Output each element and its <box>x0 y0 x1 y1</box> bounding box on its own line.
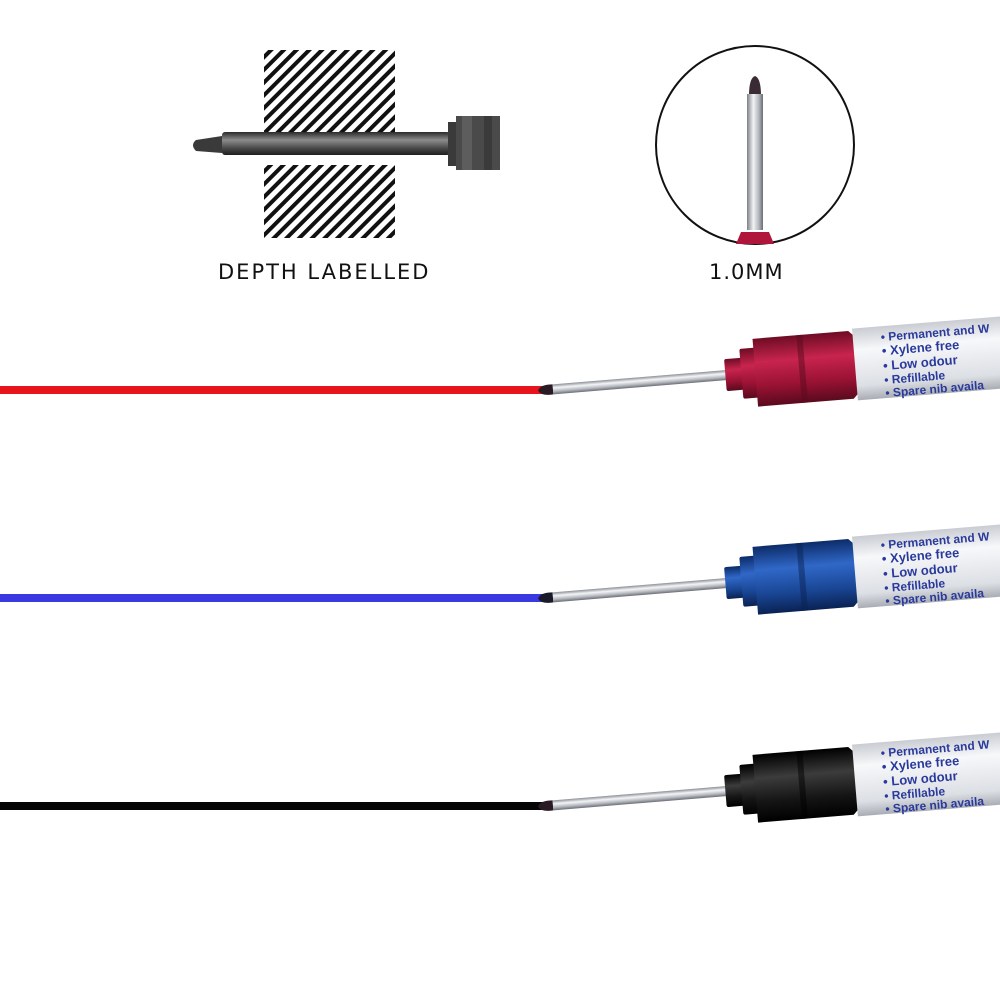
hatched-material-top <box>264 50 395 135</box>
depth-labelled-caption: DEPTH LABELLED <box>218 260 431 284</box>
marker-red: • Permanent and W • Xylene free • Low od… <box>0 316 1000 407</box>
metal-tube <box>552 785 731 811</box>
ink-line-black <box>0 802 545 810</box>
marker-cap-blue <box>752 538 860 615</box>
marker-through-hatched-material-icon <box>193 50 500 238</box>
marker-barrel <box>852 732 1000 817</box>
marker-black: • Permanent and W • Xylene free • Low od… <box>0 732 1000 823</box>
nib-tip <box>538 800 554 811</box>
marker-cap-black <box>752 746 860 823</box>
metal-tube <box>552 577 731 603</box>
nib-tip <box>538 592 554 603</box>
marker-blue: • Permanent and W • Xylene free • Low od… <box>0 524 1000 615</box>
nib-tip <box>538 384 554 395</box>
red-cap-edge <box>736 232 774 244</box>
marker-barrel <box>852 524 1000 609</box>
nib-tip <box>749 76 761 96</box>
metal-tube <box>552 369 731 395</box>
magnified-marker-tip-circle-icon <box>655 45 855 245</box>
tip-size-caption: 1.0MM <box>709 260 784 284</box>
nib-tip <box>193 136 222 153</box>
ink-line-red <box>0 386 545 394</box>
hatched-material-bottom <box>264 165 395 238</box>
barrel-label: • Permanent and W • Xylene free • Low od… <box>880 737 998 816</box>
marker-barrel <box>852 316 1000 401</box>
metal-rod <box>222 132 450 155</box>
barrel-label: • Permanent and W • Xylene free • Low od… <box>880 321 998 400</box>
metal-tube <box>747 94 763 230</box>
marker-cap-red <box>752 330 860 407</box>
ink-line-blue <box>0 594 545 602</box>
